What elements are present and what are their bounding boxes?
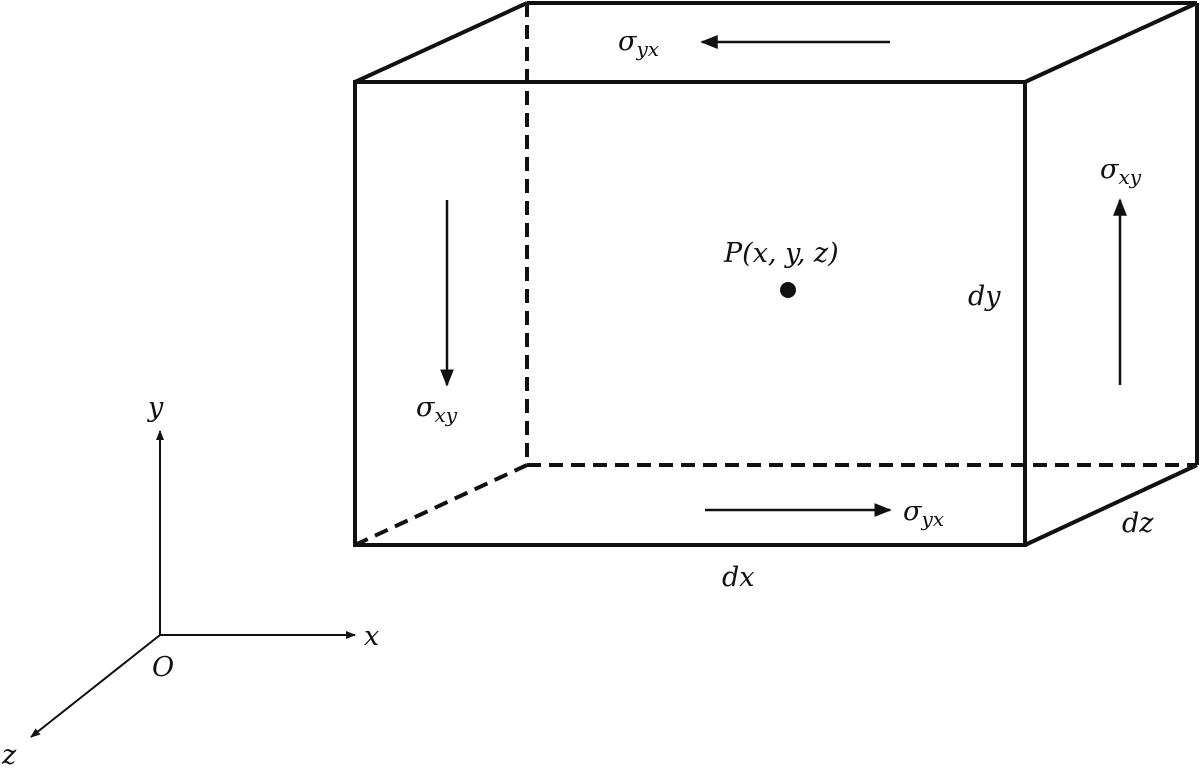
label-origin: O [152,652,174,683]
stress-arrows [440,35,1127,517]
front-face [353,80,1027,547]
label-dy: dy [968,281,1001,312]
label-sigma-xy-left: σxy [416,392,458,427]
coordinate-axes [30,430,356,738]
cube [353,1,1199,547]
label-y-axis: y [147,392,164,423]
z-axis [30,634,161,738]
label-sigma-yx-bottom: σyx [903,496,944,531]
top-left-depth-edge [354,1,528,84]
point-p [780,282,796,298]
label-point: P(x, y, z) [723,238,839,269]
label-x-axis: x [364,621,379,652]
label-dx: dx [722,562,755,593]
label-z-axis: z [1,740,17,768]
bottom-right-depth-edge [1024,463,1198,547]
top-right-depth-edge [1024,1,1198,84]
bottom-left-depth-edge-hidden [354,463,528,547]
label-sigma-xy-right: σxy [1100,154,1142,189]
label-sigma-yx-top: σyx [618,26,659,61]
label-dz: dz [1122,508,1154,539]
